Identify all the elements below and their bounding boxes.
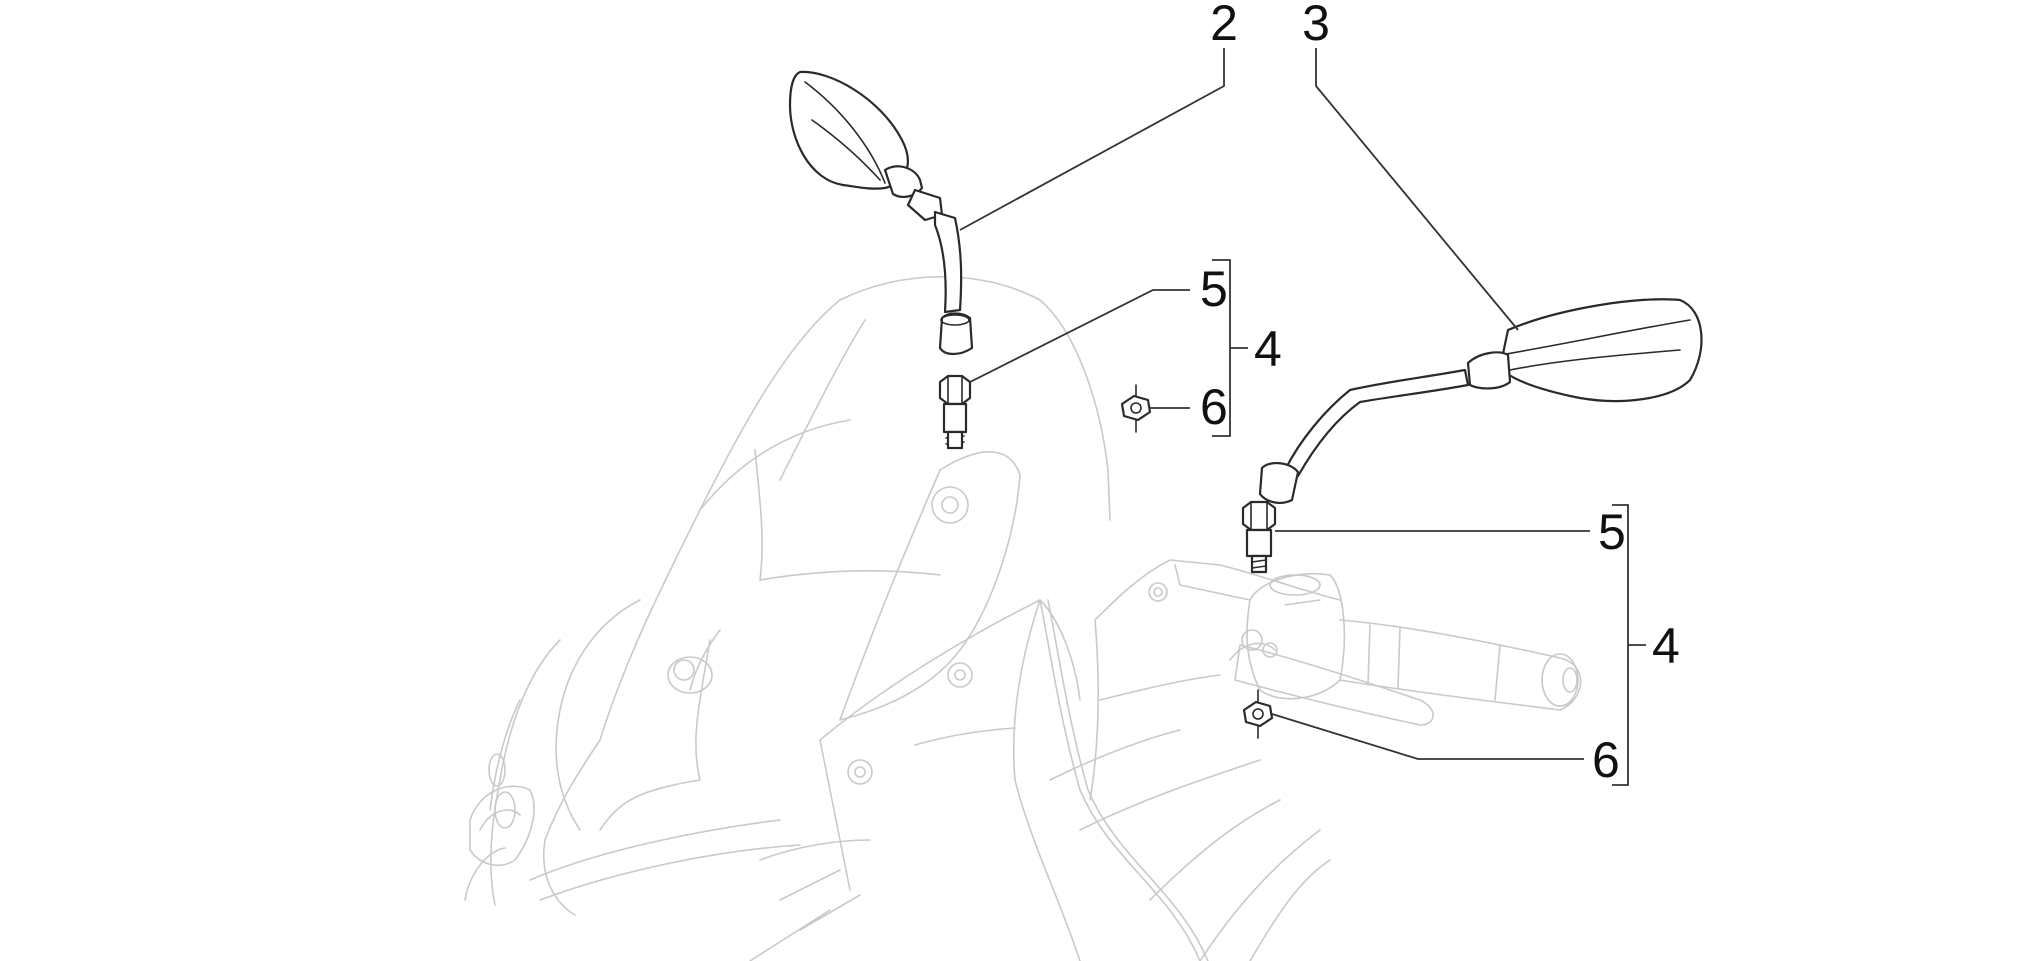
callout-3: 3	[1302, 0, 1330, 51]
mirror-adaptor-upper	[938, 374, 972, 450]
leader-lines	[959, 48, 1646, 786]
callout-5-lower: 5	[1598, 504, 1626, 560]
callout-labels: 2 3 5 6 4 5 6 4	[1200, 0, 1680, 788]
leader-line-6-lower	[1271, 713, 1584, 760]
callout-6-lower: 6	[1592, 732, 1620, 788]
mirror-adaptor-lower	[1241, 500, 1277, 574]
rearview-mirror-left	[788, 70, 974, 356]
nut-upper	[1120, 384, 1152, 433]
callout-5-upper: 5	[1200, 261, 1228, 317]
callout-4-lower: 4	[1652, 618, 1680, 674]
rearview-mirror-right	[1258, 298, 1703, 504]
callout-2: 2	[1210, 0, 1238, 51]
leader-line-5-upper	[969, 289, 1190, 383]
bracket-4-lower	[1612, 504, 1646, 786]
callout-4-upper: 4	[1254, 321, 1282, 377]
leader-line-2	[959, 48, 1225, 231]
bracket-4-upper	[1212, 259, 1248, 437]
callout-6-upper: 6	[1200, 379, 1228, 435]
leader-line-3	[1315, 48, 1519, 331]
scooter-fairing-background	[464, 276, 1582, 961]
nut-lower	[1242, 689, 1274, 739]
